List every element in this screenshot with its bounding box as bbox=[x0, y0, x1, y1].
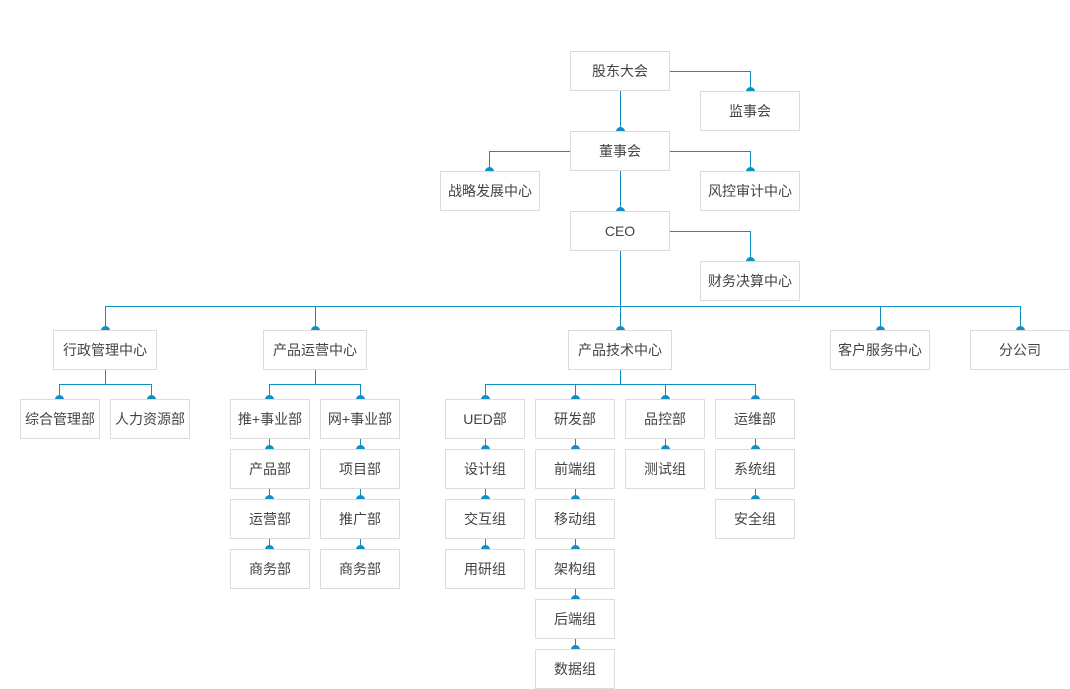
org-node-r6[interactable]: 数据组 bbox=[535, 649, 615, 689]
connector-line-vertical bbox=[269, 384, 270, 399]
connector-line-vertical bbox=[755, 384, 756, 399]
org-node-o1[interactable]: 运维部 bbox=[715, 399, 795, 439]
org-node-c3[interactable]: 产品技术中心 bbox=[568, 330, 672, 370]
connector-line-vertical bbox=[620, 306, 621, 330]
connector-line-vertical bbox=[575, 639, 576, 649]
connector-line-horizontal bbox=[670, 71, 751, 72]
connector-line-vertical bbox=[360, 489, 361, 499]
connector-line-vertical bbox=[485, 384, 486, 399]
org-node-q3[interactable]: 推广部 bbox=[320, 499, 400, 539]
org-node-r3[interactable]: 移动组 bbox=[535, 499, 615, 539]
org-node-r4[interactable]: 架构组 bbox=[535, 549, 615, 589]
org-node-u2[interactable]: 设计组 bbox=[445, 449, 525, 489]
connector-line-vertical bbox=[360, 384, 361, 399]
org-node-r2[interactable]: 前端组 bbox=[535, 449, 615, 489]
connector-line-vertical bbox=[105, 370, 106, 384]
connector-line-vertical bbox=[750, 151, 751, 171]
connector-line-vertical bbox=[105, 306, 106, 330]
connector-line-vertical bbox=[620, 171, 621, 211]
org-node-n3[interactable]: 董事会 bbox=[570, 131, 670, 171]
connector-line-vertical bbox=[315, 306, 316, 330]
org-node-c2[interactable]: 产品运营中心 bbox=[263, 330, 367, 370]
org-node-n4[interactable]: 战略发展中心 bbox=[440, 171, 540, 211]
connector-line-vertical bbox=[575, 439, 576, 449]
org-node-o3[interactable]: 安全组 bbox=[715, 499, 795, 539]
connector-line-vertical bbox=[750, 231, 751, 261]
org-node-u3[interactable]: 交互组 bbox=[445, 499, 525, 539]
org-node-c5[interactable]: 分公司 bbox=[970, 330, 1070, 370]
connector-line-vertical bbox=[575, 489, 576, 499]
org-node-a2[interactable]: 人力资源部 bbox=[110, 399, 190, 439]
org-node-p2[interactable]: 产品部 bbox=[230, 449, 310, 489]
connector-line-horizontal bbox=[670, 231, 751, 232]
connector-line-vertical bbox=[755, 439, 756, 449]
org-node-n1[interactable]: 股东大会 bbox=[570, 51, 670, 91]
org-node-c4[interactable]: 客户服务中心 bbox=[830, 330, 930, 370]
connector-line-horizontal bbox=[489, 151, 571, 152]
connector-line-vertical bbox=[360, 439, 361, 449]
org-node-t2[interactable]: 测试组 bbox=[625, 449, 705, 489]
org-node-q1[interactable]: 网+事业部 bbox=[320, 399, 400, 439]
connector-line-vertical bbox=[360, 539, 361, 549]
connector-line-vertical bbox=[620, 251, 621, 330]
connector-line-vertical bbox=[880, 306, 881, 330]
org-node-n6[interactable]: CEO bbox=[570, 211, 670, 251]
connector-line-vertical bbox=[755, 489, 756, 499]
org-node-n2[interactable]: 监事会 bbox=[700, 91, 800, 131]
connector-line-vertical bbox=[485, 439, 486, 449]
connector-line-vertical bbox=[151, 384, 152, 399]
org-node-r1[interactable]: 研发部 bbox=[535, 399, 615, 439]
connector-line-vertical bbox=[665, 439, 666, 449]
connector-line-vertical bbox=[575, 539, 576, 549]
connector-line-vertical bbox=[1020, 306, 1021, 330]
org-node-q4[interactable]: 商务部 bbox=[320, 549, 400, 589]
connector-line-vertical bbox=[59, 384, 60, 399]
connector-line-horizontal bbox=[105, 306, 1020, 307]
connector-line-horizontal bbox=[670, 151, 751, 152]
connector-line-vertical bbox=[269, 539, 270, 549]
org-node-t1[interactable]: 品控部 bbox=[625, 399, 705, 439]
org-node-n7[interactable]: 财务决算中心 bbox=[700, 261, 800, 301]
connector-line-vertical bbox=[485, 489, 486, 499]
connector-line-vertical bbox=[489, 151, 490, 171]
connector-line-vertical bbox=[620, 91, 621, 131]
connector-line-vertical bbox=[269, 439, 270, 449]
org-node-p3[interactable]: 运营部 bbox=[230, 499, 310, 539]
org-node-u1[interactable]: UED部 bbox=[445, 399, 525, 439]
org-node-p1[interactable]: 推+事业部 bbox=[230, 399, 310, 439]
org-node-u4[interactable]: 用研组 bbox=[445, 549, 525, 589]
connector-line-horizontal bbox=[485, 384, 755, 385]
org-node-r5[interactable]: 后端组 bbox=[535, 599, 615, 639]
connector-line-horizontal bbox=[59, 384, 151, 385]
org-node-q2[interactable]: 项目部 bbox=[320, 449, 400, 489]
connector-line-vertical bbox=[575, 589, 576, 599]
connector-line-horizontal bbox=[269, 384, 360, 385]
org-node-a1[interactable]: 综合管理部 bbox=[20, 399, 100, 439]
org-node-c1[interactable]: 行政管理中心 bbox=[53, 330, 157, 370]
connector-line-vertical bbox=[665, 384, 666, 399]
connector-line-vertical bbox=[485, 539, 486, 549]
org-node-o2[interactable]: 系统组 bbox=[715, 449, 795, 489]
org-node-p4[interactable]: 商务部 bbox=[230, 549, 310, 589]
connector-line-vertical bbox=[315, 370, 316, 384]
connector-line-vertical bbox=[575, 384, 576, 399]
connector-line-vertical bbox=[269, 489, 270, 499]
connector-line-vertical bbox=[750, 71, 751, 91]
org-node-n5[interactable]: 风控审计中心 bbox=[700, 171, 800, 211]
connector-line-vertical bbox=[620, 370, 621, 384]
